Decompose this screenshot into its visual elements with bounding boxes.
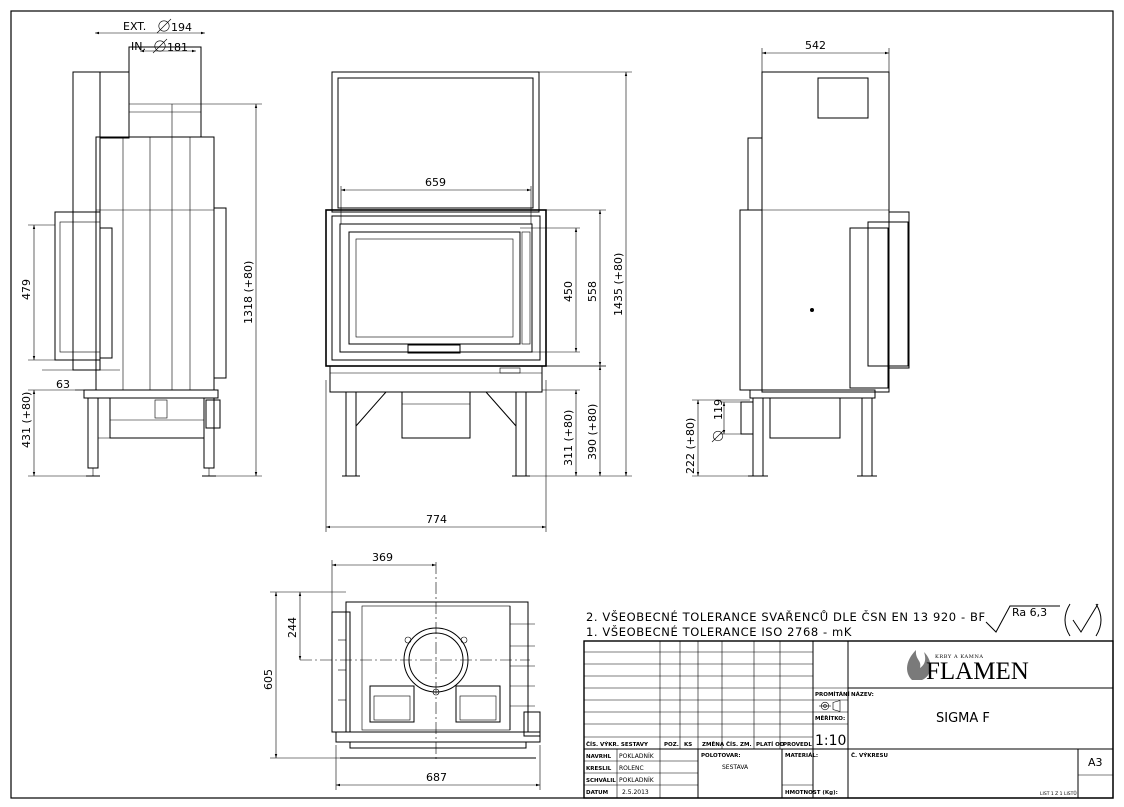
label-promitani: PROMÍTÁNÍ	[815, 690, 850, 698]
label-navrhl: NAVRHL	[586, 754, 612, 760]
format-value: A3	[1088, 756, 1103, 769]
scale-value: 1:10	[815, 733, 846, 749]
dim-687: 687	[426, 771, 447, 784]
dim-ext-value: 194	[171, 21, 192, 34]
hdr-cis-vykr-sestavy: ČÍS. VÝKR. SESTAVY	[586, 740, 649, 748]
notes: 2. VŠEOBECNÉ TOLERANCE SVAŘENCŮ DLE ČSN …	[586, 603, 1102, 639]
roughness-symbol: Ra 6,3	[985, 603, 1102, 637]
drawing-name: SIGMA F	[936, 711, 990, 726]
dim-774: 774	[426, 513, 447, 526]
label-list: LIST 1 Z 1 LISTŮ	[1040, 790, 1077, 797]
dim-1435: 1435 (+80)	[612, 253, 625, 316]
label-nazev: NÁZEV:	[851, 691, 874, 698]
roughness-value: Ra 6,3	[1012, 606, 1047, 619]
label-material: MATERIÁL:	[785, 752, 818, 759]
note-line-1: 1. VŠEOBECNÉ TOLERANCE ISO 2768 - mK	[586, 624, 852, 639]
top-view-dimensions: 369 244 605 687	[262, 551, 541, 790]
dim-in-label: IN.	[131, 40, 146, 53]
dim-659: 659	[425, 176, 446, 189]
flamen-logo: KRBY A KAMNA FLAMEN	[907, 650, 1029, 685]
dim-542: 542	[805, 39, 826, 52]
dim-1318: 1318 (+80)	[242, 261, 255, 324]
dim-63: 63	[56, 378, 70, 391]
right-view-dimensions: 542 119 222 (+80)	[684, 39, 890, 477]
hdr-provedl: PROVEDL	[783, 742, 812, 748]
top-view	[300, 562, 541, 760]
value-polotovar: SESTAVA	[722, 764, 749, 771]
label-c-vykresu: Č. VÝKRESU	[851, 752, 888, 759]
projection-symbol	[819, 700, 841, 712]
value-kreslil: ROLENC	[619, 765, 644, 772]
dim-450: 450	[562, 281, 575, 302]
dim-311: 311 (+80)	[562, 410, 575, 466]
label-schvalil: SCHVÁLIL	[586, 777, 616, 784]
dim-in-value: 181	[167, 41, 188, 54]
value-schvalil: POKLADNÍK	[619, 777, 655, 784]
dim-431: 431 (+80)	[20, 392, 33, 448]
hdr-ks: KS	[684, 742, 692, 748]
logo-tagline: KRBY A KAMNA	[935, 654, 984, 660]
logo-text: FLAMEN	[926, 658, 1029, 685]
dim-ext-label: EXT.	[123, 20, 146, 33]
dim-244: 244	[286, 617, 299, 638]
hdr-cis-zm: ČÍS. ZM.	[726, 740, 752, 748]
dim-479: 479	[20, 279, 33, 300]
dim-119: 119	[712, 399, 725, 420]
dim-390: 390 (+80)	[586, 404, 599, 460]
front-view-dimensions: 659 450 558 1435 (+80) 311 (+80) 390 (+8…	[325, 71, 632, 532]
label-meritko: MĚŘÍTKO:	[815, 714, 845, 722]
side-view-left	[54, 46, 227, 477]
note-line-2: 2. VŠEOBECNÉ TOLERANCE SVAŘENCŮ DLE ČSN …	[586, 609, 986, 624]
front-view	[325, 71, 547, 477]
label-kreslil: KRESLIL	[586, 766, 612, 772]
side-view-dimensions: EXT. 194 IN. 181 479 63 431 (+80) 1318 (…	[20, 18, 262, 477]
dim-369: 369	[372, 551, 393, 564]
title-block: ČÍS. VÝKR. SESTAVY POZ. KS ZMĚNA ČÍS. ZM…	[583, 640, 1114, 799]
label-hmotnost: HMOTNOST (Kg):	[785, 790, 838, 796]
value-datum: 2.5.2013	[622, 789, 649, 796]
dim-605: 605	[262, 669, 275, 690]
value-navrhl: POKLADNÍK	[619, 753, 655, 760]
dim-558: 558	[586, 281, 599, 302]
label-polotovar: POLOTOVAR:	[701, 753, 741, 759]
hdr-plati-od: PLATÍ OD	[756, 740, 785, 748]
sheet-frame	[10, 10, 1114, 799]
dim-222: 222 (+80)	[684, 418, 697, 474]
label-datum: DATUM	[586, 790, 608, 796]
hdr-zmena: ZMĚNA	[702, 740, 725, 748]
side-view-right	[739, 71, 910, 477]
hdr-poz: POZ.	[664, 742, 679, 748]
